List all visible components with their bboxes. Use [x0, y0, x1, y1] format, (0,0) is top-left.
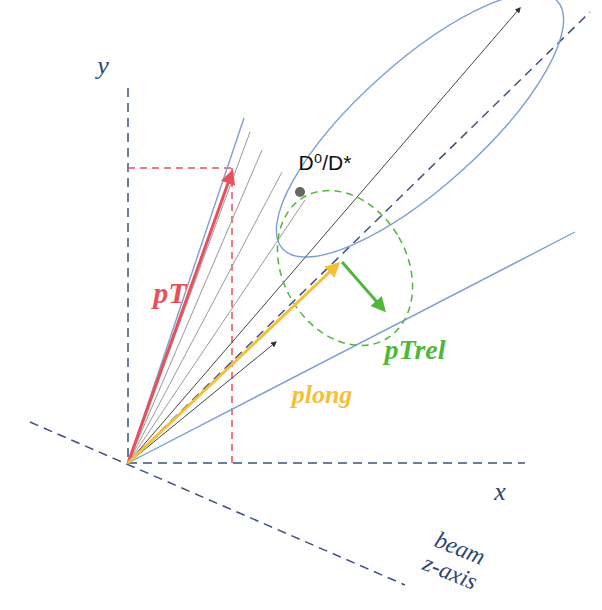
vector-label: pTrel: [384, 335, 445, 366]
axis-label: beam z-axis: [413, 522, 498, 597]
pt-vector: [128, 172, 232, 463]
particle-label: D⁰/D*: [299, 151, 352, 174]
ptrel-vector: [342, 262, 384, 310]
vector-label: pT: [153, 276, 186, 309]
track-arrow: [128, 8, 520, 463]
particle-tracks: [128, 132, 305, 463]
axis-label: y: [97, 52, 109, 81]
axes: [30, 12, 590, 585]
jet-cone: [128, 0, 599, 463]
axis-label: x: [494, 478, 506, 507]
d-meson-dot: [295, 187, 305, 197]
pt-projection: [128, 168, 232, 463]
plong-vector: [128, 264, 338, 463]
vector-label: plong: [292, 381, 353, 410]
